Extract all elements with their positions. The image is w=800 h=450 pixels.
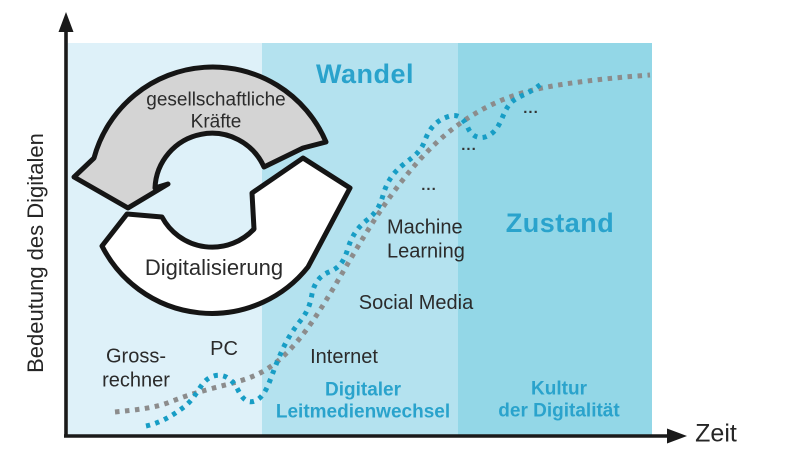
x-axis-label: Zeit xyxy=(695,419,737,448)
phase-title-wandel: Wandel xyxy=(315,59,415,90)
milestone-social-media: Social Media xyxy=(358,292,474,315)
milestone-ellipsis-2: ... xyxy=(461,137,477,155)
cycle-label-gesellschaftliche-kraefte: gesellschaftliche Kräfte xyxy=(146,89,286,133)
cycle-arrow-gray xyxy=(71,64,329,211)
phase-title-zustand: Zustand xyxy=(505,208,615,239)
cycle-arrow-white xyxy=(99,155,353,316)
cyan-scurve xyxy=(145,79,546,429)
y-axis-label: Bedeutung des Digitalen xyxy=(23,133,48,373)
phase-caption-kultur-der-digitalitaet: Kultur der Digitalität xyxy=(498,378,620,422)
gray-scurve xyxy=(114,72,651,415)
milestone-machine-learning: Machine Learning xyxy=(387,216,465,262)
zone-late-phase xyxy=(458,43,652,436)
milestone-ellipsis-3: ... xyxy=(523,100,539,118)
milestone-ellipsis-1: ... xyxy=(421,177,437,195)
x-axis-arrowhead-icon xyxy=(667,428,687,444)
cycle-label-digitalisierung: Digitalisierung xyxy=(144,255,284,281)
milestone-internet: Internet xyxy=(310,346,378,369)
y-axis-arrowhead-icon xyxy=(58,12,74,32)
milestone-grossrechner: Gross- rechner xyxy=(102,345,170,391)
milestone-pc: PC xyxy=(210,338,238,361)
phase-caption-leitmedienwechsel: Digitaler Leitmedienwechsel xyxy=(275,379,451,423)
